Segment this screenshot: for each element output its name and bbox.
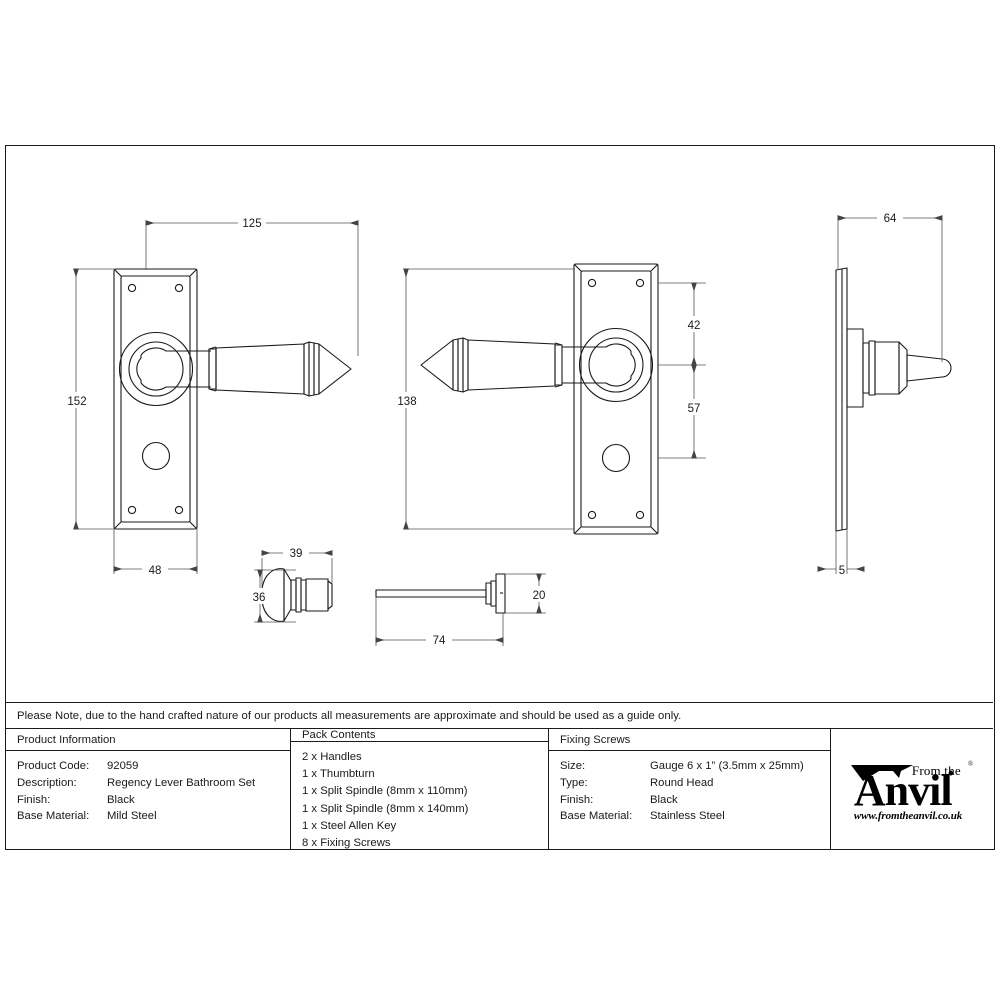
list-item: 1 x Steel Allen Key xyxy=(302,819,397,832)
table-row: Base Material: Stainless Steel xyxy=(560,808,830,825)
dimension-20: 20 xyxy=(533,590,546,602)
brand-logo-cell: From the ® Anvil www.fromtheanvil.co.uk xyxy=(831,729,993,850)
dimension-5: 5 xyxy=(839,565,845,577)
base-material-value: Mild Steel xyxy=(107,810,157,823)
measurement-note: Please Note, due to the hand crafted nat… xyxy=(6,702,993,729)
measurement-note-text: Please Note, due to the hand crafted nat… xyxy=(17,709,682,722)
list-item: 1 x Split Spindle (8mm x 140mm) xyxy=(302,802,469,815)
product-information-body: Product Code: 92059 Description: Regency… xyxy=(6,751,290,850)
pack-contents-header: Pack Contents xyxy=(291,729,548,742)
dimension-152: 152 xyxy=(67,396,86,408)
dimension-48: 48 xyxy=(149,565,162,577)
middle-handle-view xyxy=(420,263,659,535)
registered-mark: ® xyxy=(967,759,974,768)
finish-label: Finish: xyxy=(17,793,51,806)
list-item: 2 x Handles xyxy=(302,751,362,763)
dimension-39: 39 xyxy=(290,548,303,560)
spindle-detail xyxy=(375,573,506,614)
product-code-value: 92059 xyxy=(107,760,139,772)
screw-base-material-label: Base Material: xyxy=(560,810,633,823)
brand-logo-column: From the ® Anvil www.fromtheanvil.co.uk xyxy=(831,729,993,850)
drawing-area: 125 152 48 138 42 57 64 5 39 36 xyxy=(6,146,994,702)
specification-table: Please Note, due to the hand crafted nat… xyxy=(6,702,993,850)
product-information-column: Product Information Product Code: 92059 … xyxy=(6,729,291,850)
table-row: Type: Round Head xyxy=(560,775,830,792)
table-grid: Product Information Product Code: 92059 … xyxy=(6,729,993,850)
dimension-74: 74 xyxy=(433,635,446,647)
list-item: 8 x Fixing Screws xyxy=(302,837,391,850)
dimension-57: 57 xyxy=(688,403,701,415)
table-row: Finish: Black xyxy=(560,792,830,809)
pack-contents-column: Pack Contents 2 x Handles 1 x Thumbturn … xyxy=(291,729,549,850)
list-item: 1 x Thumbturn xyxy=(302,768,375,781)
dimension-36: 36 xyxy=(253,592,266,604)
screw-size-label: Size: xyxy=(560,760,586,772)
pack-contents-body: 2 x Handles 1 x Thumbturn 1 x Split Spin… xyxy=(291,742,548,852)
thumbturn-detail xyxy=(261,568,333,622)
table-row: Base Material: Mild Steel xyxy=(17,808,290,825)
table-row: Product Code: 92059 xyxy=(17,758,290,775)
screw-size-value: Gauge 6 x 1” (3.5mm x 25mm) xyxy=(650,760,804,772)
from-the-anvil-logo: From the ® Anvil www.fromtheanvil.co.uk xyxy=(846,754,978,826)
side-elevation-view xyxy=(835,267,952,532)
dimension-64: 64 xyxy=(884,213,897,225)
logo-url-text: www.fromtheanvil.co.uk xyxy=(853,809,963,822)
product-information-header: Product Information xyxy=(6,729,290,751)
dimension-138: 138 xyxy=(397,396,416,408)
fixing-screws-body: Size: Gauge 6 x 1” (3.5mm x 25mm) Type: … xyxy=(549,751,830,850)
screw-base-material-value: Stainless Steel xyxy=(650,810,725,823)
description-label: Description: xyxy=(17,776,77,789)
table-row: Size: Gauge 6 x 1” (3.5mm x 25mm) xyxy=(560,758,830,775)
screw-finish-label: Finish: xyxy=(560,793,594,806)
screw-type-label: Type: xyxy=(560,776,588,789)
dimension-125: 125 xyxy=(242,218,261,230)
table-row: Finish: Black xyxy=(17,792,290,809)
left-handle-view xyxy=(113,268,352,530)
screw-finish-value: Black xyxy=(650,793,678,806)
fixing-screws-header: Fixing Screws xyxy=(549,729,830,751)
base-material-label: Base Material: xyxy=(17,810,90,823)
fixing-screws-column: Fixing Screws Size: Gauge 6 x 1” (3.5mm … xyxy=(549,729,831,850)
finish-value: Black xyxy=(107,793,135,806)
description-value: Regency Lever Bathroom Set xyxy=(107,776,256,789)
screw-type-value: Round Head xyxy=(650,776,714,789)
drawing-sheet: 125 152 48 138 42 57 64 5 39 36 xyxy=(5,145,995,850)
product-code-label: Product Code: xyxy=(17,760,90,772)
list-item: 1 x Split Spindle (8mm x 110mm) xyxy=(302,785,468,798)
logo-anvil-text: Anvil xyxy=(853,765,953,815)
technical-drawing-svg: 125 152 48 138 42 57 64 5 39 36 xyxy=(63,209,952,647)
table-row: Description: Regency Lever Bathroom Set xyxy=(17,775,290,792)
anvil-icon xyxy=(850,764,913,781)
dimension-42: 42 xyxy=(688,320,701,332)
